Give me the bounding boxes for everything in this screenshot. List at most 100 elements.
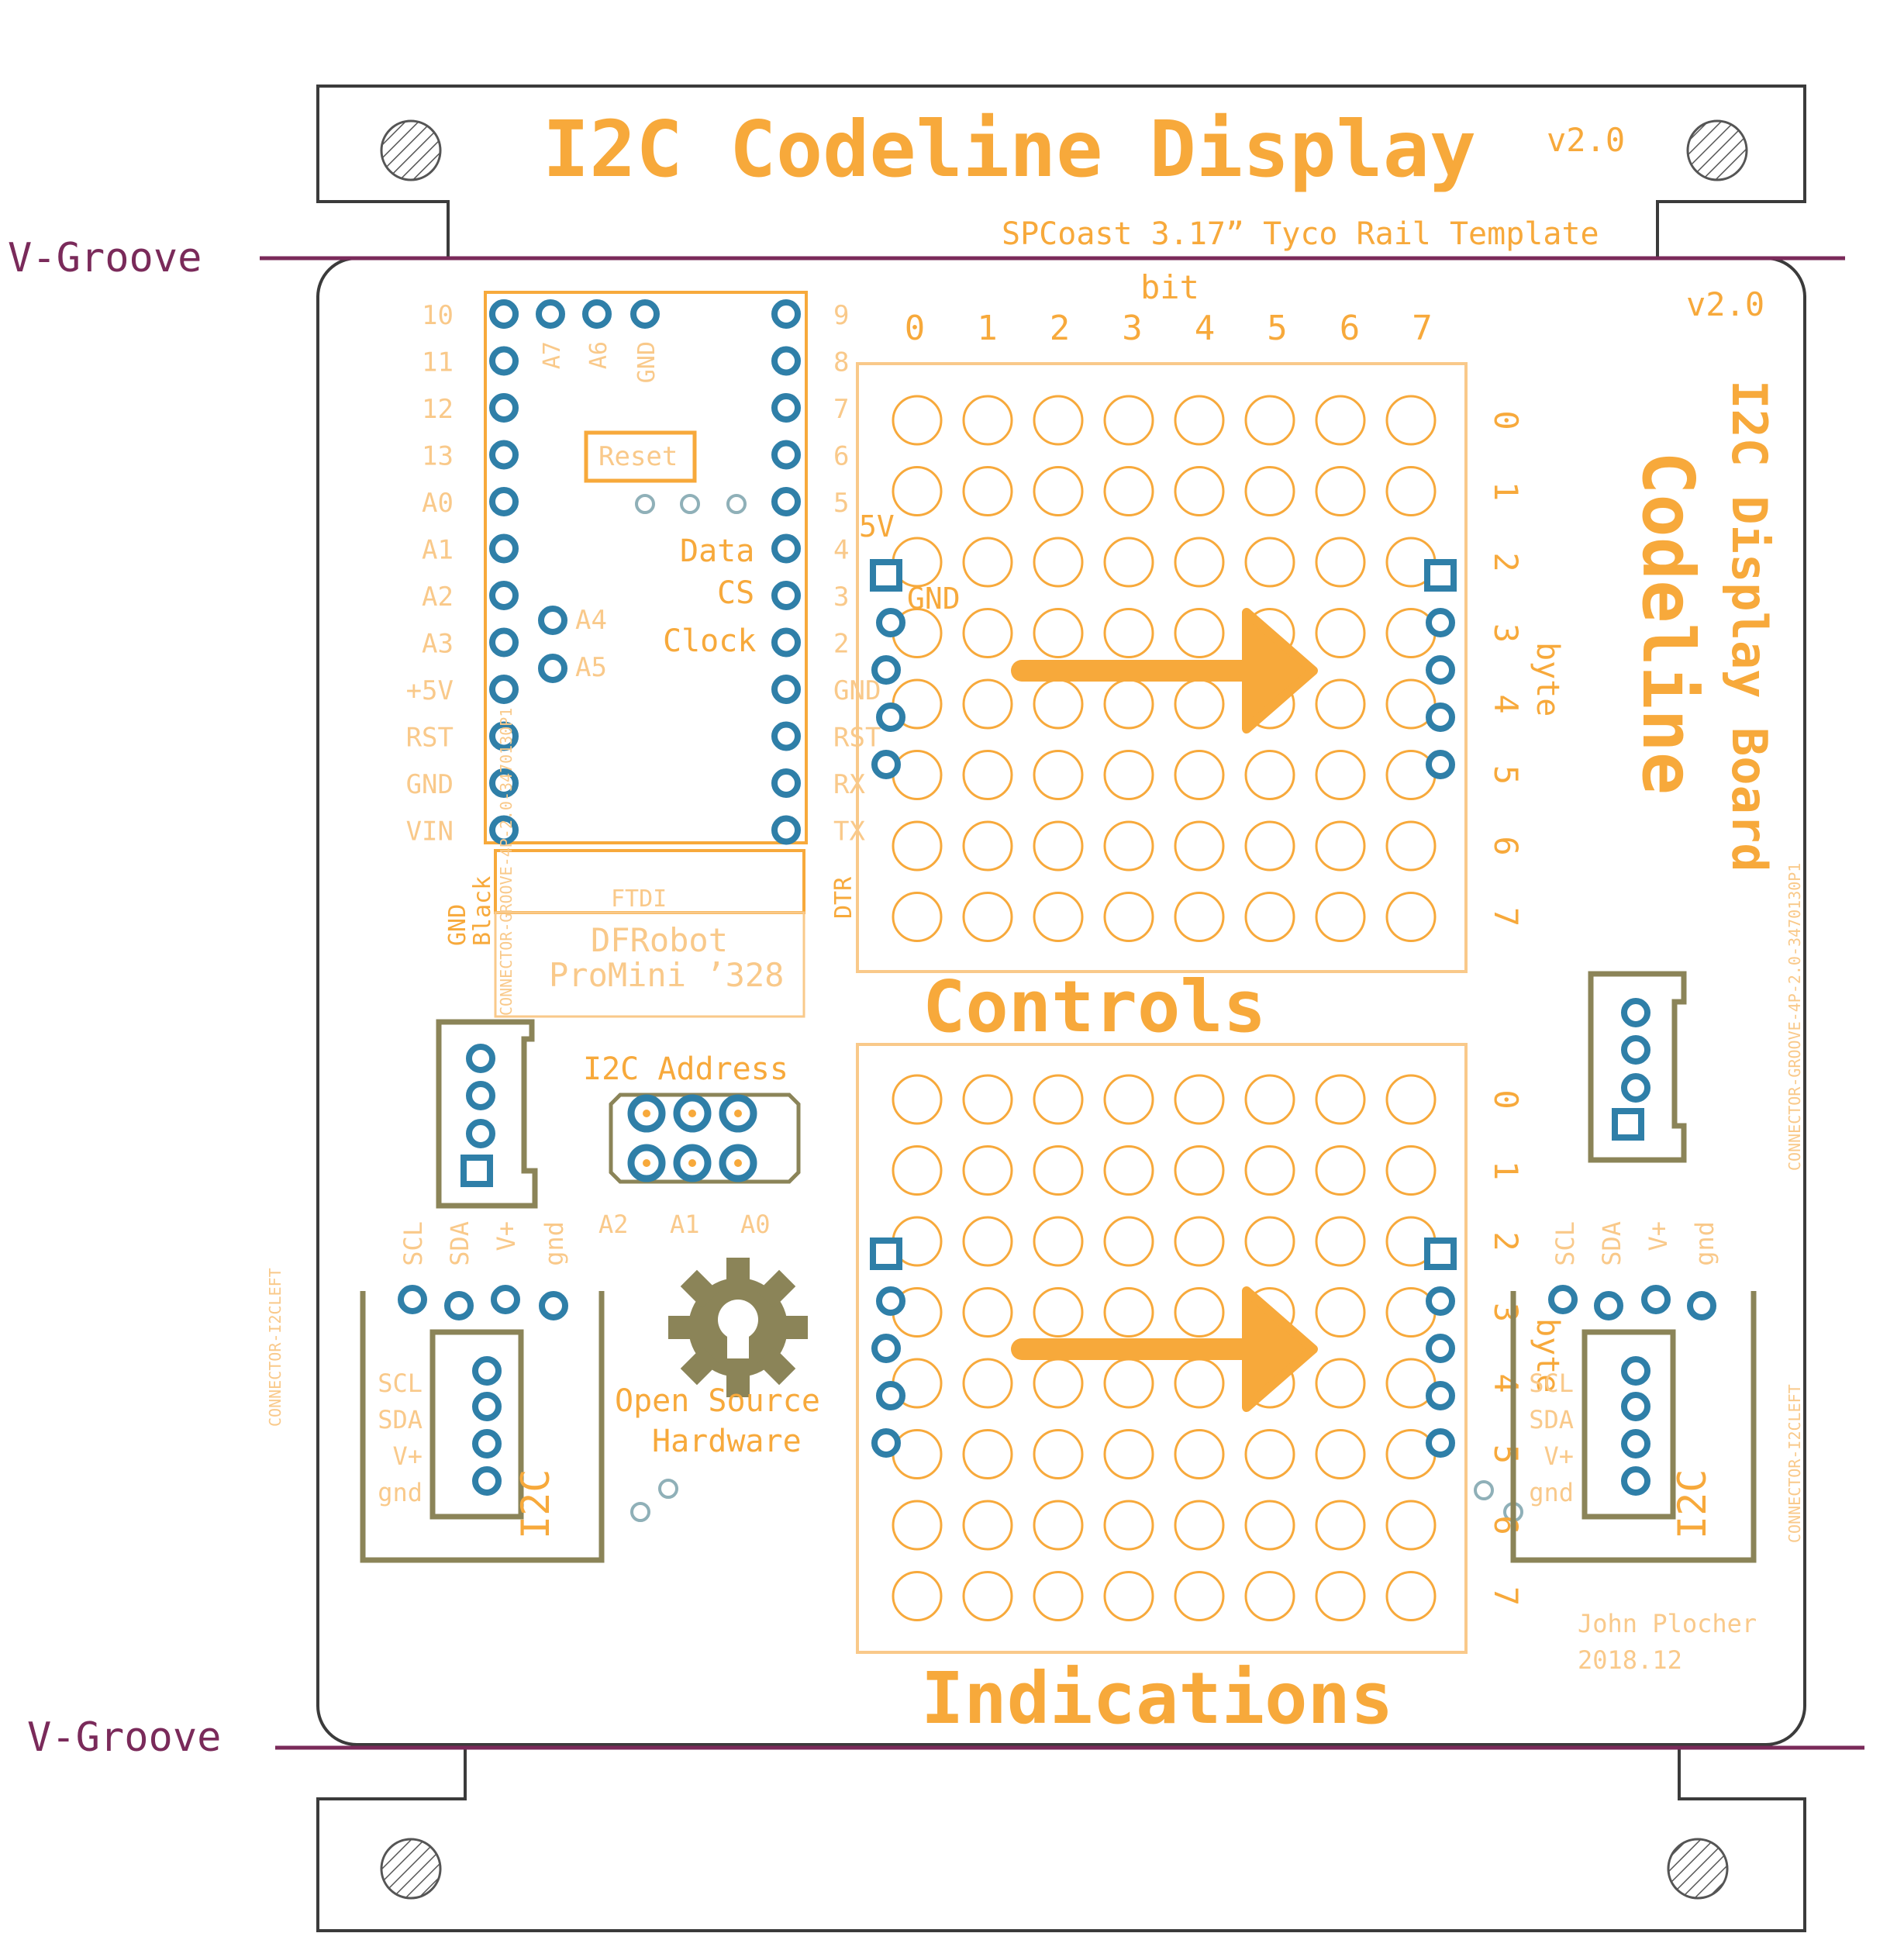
i2c-pin-label-vertical: gnd	[540, 1221, 569, 1266]
via	[1474, 1480, 1494, 1500]
led-circle	[1315, 1500, 1366, 1551]
led-circle	[1174, 750, 1225, 800]
led-circle	[1315, 395, 1366, 446]
led-circle	[1244, 1145, 1295, 1196]
address-jumper-dot	[734, 1110, 742, 1117]
i2c-pin-label-vertical: gnd	[1690, 1221, 1719, 1266]
led-circle	[1244, 1216, 1295, 1267]
led-circle	[1315, 678, 1366, 730]
round-pad	[472, 1356, 502, 1386]
byte-label-indications: byte	[1530, 1318, 1565, 1393]
cs-signal-label: CS	[717, 575, 754, 611]
refdes-groove-left: CONNECTOR-GROOVE-4P-2.0-3470130P1	[497, 708, 516, 1016]
ftdi-dtr-label: DTR	[830, 876, 857, 919]
led-circle	[892, 1429, 943, 1479]
mount-hole-bottom-right	[1667, 1838, 1729, 1900]
round-pad	[536, 299, 565, 329]
address-a1-label: A1	[670, 1210, 700, 1239]
indications-led-grid	[892, 1074, 1437, 1621]
square-pad	[460, 1155, 493, 1187]
refdes-groove-right: CONNECTOR-GROOVE-4P-2.0-3470130P1	[1785, 863, 1804, 1171]
round-pad	[771, 393, 801, 423]
v-grooves: V-Groove V-Groove	[8, 235, 1864, 1761]
round-pad	[1426, 702, 1455, 732]
open-source-hardware-gear-icon	[668, 1258, 808, 1397]
i2c-pin-label: SDA	[378, 1405, 423, 1434]
promini-left-pin-label: A0	[422, 488, 454, 519]
led-circle	[1244, 1429, 1295, 1479]
round-pad	[538, 654, 567, 683]
led-circle	[892, 395, 943, 446]
v-groove-bottom-label: V-Groove	[27, 1714, 221, 1761]
promini-left-pin-label: VIN	[406, 816, 454, 847]
round-pad	[876, 1381, 905, 1410]
led-circle	[892, 892, 943, 942]
v-groove-top-label: V-Groove	[8, 235, 202, 281]
round-pad	[489, 299, 519, 329]
square-pad	[870, 1238, 902, 1270]
i2c-pin-label: SCL	[1529, 1369, 1574, 1398]
author-name: John Plocher	[1578, 1609, 1757, 1638]
osh-line1: Open Source	[615, 1383, 820, 1419]
led-circle	[1385, 395, 1437, 446]
round-pad	[1426, 655, 1455, 685]
gear-tooth	[757, 1269, 796, 1309]
round-pad	[771, 440, 801, 470]
round-pad	[871, 655, 901, 685]
promini-left-pin-label: +5V	[406, 675, 454, 706]
gear-tooth	[726, 1258, 750, 1289]
led-circle	[1103, 1074, 1154, 1125]
round-pad	[1426, 750, 1455, 779]
led-circle	[892, 466, 943, 516]
bit-number: 4	[1195, 309, 1216, 348]
led-circle	[1033, 1429, 1084, 1479]
bit-number: 0	[905, 309, 926, 348]
led-circle	[1033, 1074, 1084, 1125]
mounting-holes	[380, 119, 1748, 1900]
led-circle	[1385, 1074, 1437, 1125]
refdes-right: CONNECTOR-I2CLEFT	[1785, 1384, 1804, 1543]
controls-label: Controls	[923, 965, 1266, 1048]
led-circle	[1103, 1571, 1154, 1621]
led-circle	[1103, 1358, 1154, 1409]
via	[680, 494, 700, 514]
led-circle	[1244, 395, 1295, 446]
promini-left-pin-label: 11	[422, 347, 454, 378]
row-number: 2	[1487, 1231, 1525, 1251]
led-circle	[1315, 466, 1366, 516]
grove-connector-pads	[460, 998, 1650, 1187]
led-circle	[962, 1358, 1013, 1409]
i2c-connector-label: I2C	[513, 1469, 558, 1539]
led-circle	[1385, 1145, 1437, 1196]
round-pad	[466, 1119, 495, 1148]
bit-number: 3	[1122, 309, 1143, 348]
i2c-address-label: I2C Address	[583, 1051, 788, 1087]
led-circle	[1315, 1145, 1366, 1196]
row-number: 0	[1487, 1089, 1525, 1109]
led-circle	[962, 678, 1013, 730]
promini-right-pin-label: RX	[833, 769, 865, 800]
round-pad	[489, 768, 519, 798]
led-circle	[1033, 1571, 1084, 1621]
i2c-pin-label: gnd	[1529, 1478, 1574, 1507]
led-circle	[1174, 1571, 1225, 1621]
address-jumper-dot	[643, 1110, 650, 1117]
promini-right-pin-label: 7	[833, 394, 849, 425]
a5-label: A5	[575, 652, 607, 683]
matrix-header-pins	[870, 559, 1457, 1458]
panel-title-version: v2.0	[1547, 121, 1625, 159]
row-number: 6	[1487, 836, 1525, 855]
promini-right-pin-label: 8	[833, 347, 849, 378]
led-circle	[1033, 1358, 1084, 1409]
round-pad	[1621, 998, 1650, 1027]
led-circle	[962, 750, 1013, 800]
row-number: 7	[1487, 907, 1525, 927]
round-pad	[871, 750, 901, 779]
led-circle	[1244, 892, 1295, 942]
round-pad	[489, 721, 519, 751]
led-circle	[1385, 1500, 1437, 1551]
round-pad	[771, 299, 801, 329]
